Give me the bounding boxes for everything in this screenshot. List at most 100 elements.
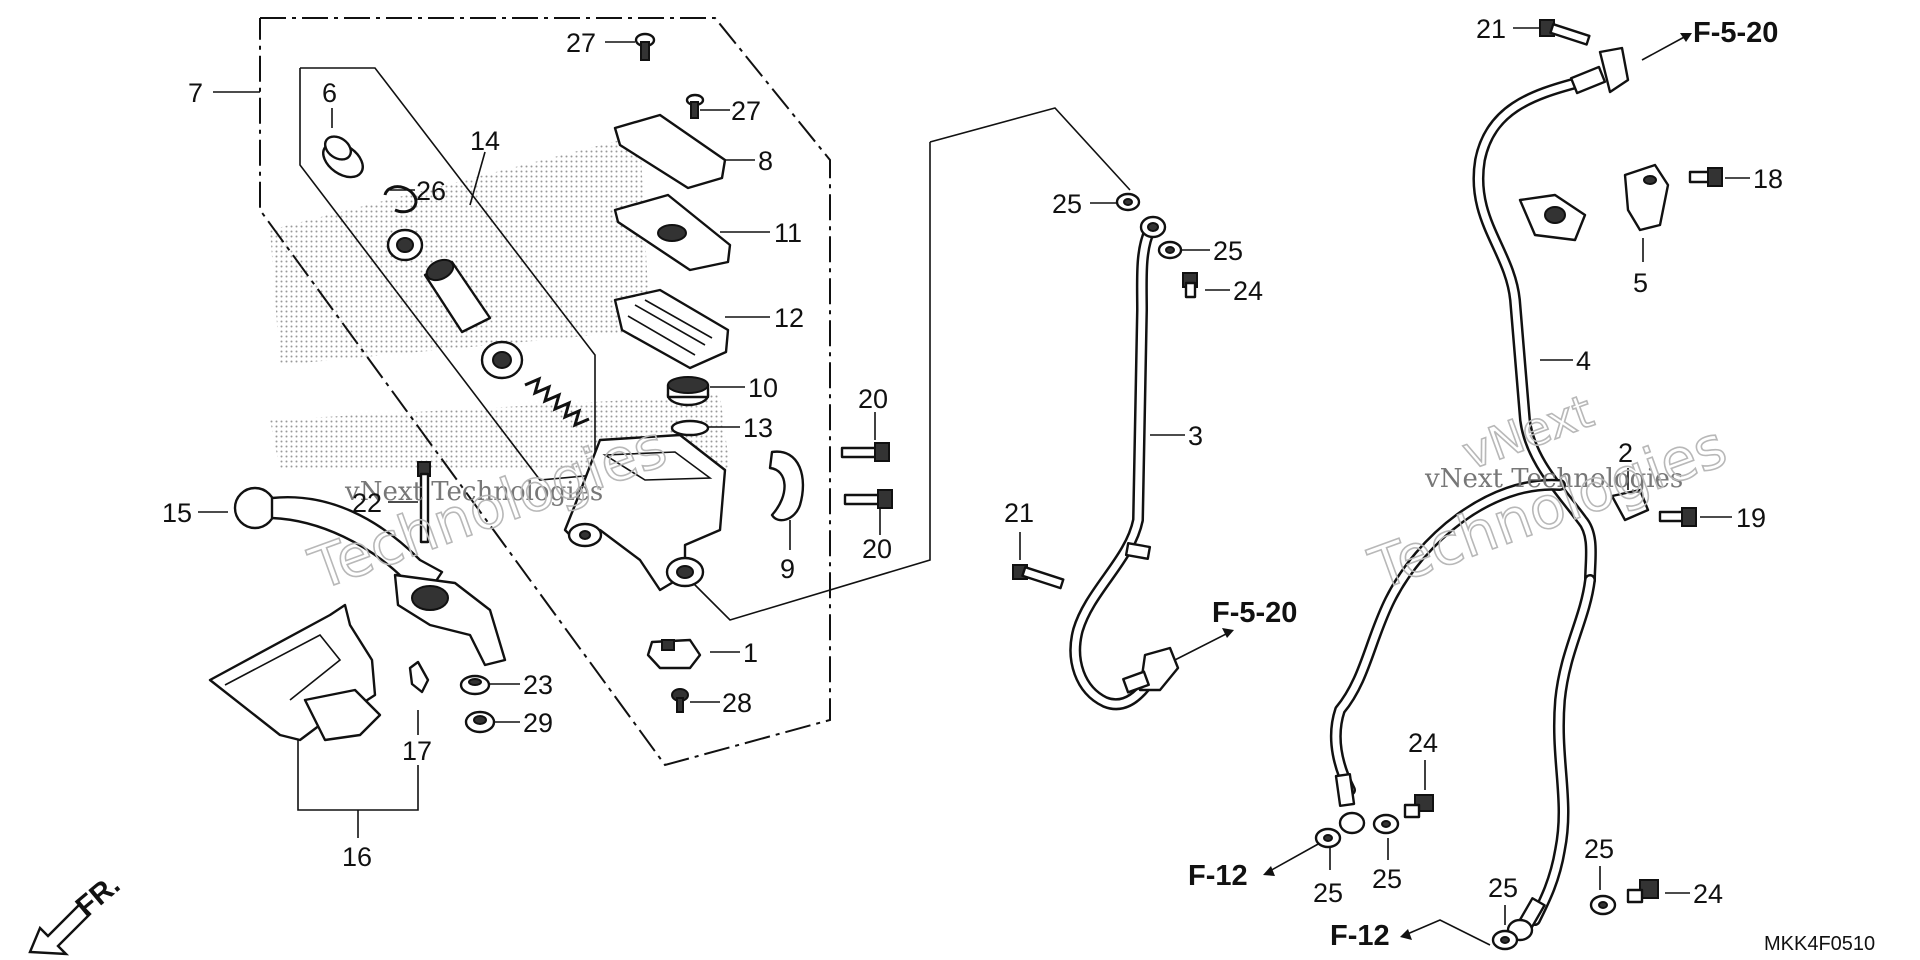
bolt-18: [1688, 167, 1723, 187]
part-label-28: 28: [722, 688, 752, 718]
washer-25-f: [1589, 894, 1617, 916]
hose-4-clamp: [1518, 193, 1587, 242]
part-label-16: 16: [342, 842, 372, 872]
piston: [423, 258, 492, 334]
circlip-26: [383, 185, 418, 214]
ring-13: [670, 419, 710, 437]
bolt-21-a: [1012, 564, 1065, 590]
hose-3-bracket: [1122, 646, 1180, 694]
lever-15: [233, 486, 507, 667]
diaphragm-12-ribs: [627, 299, 713, 356]
part-label-1: 1: [743, 638, 758, 668]
part-label-6: 6: [322, 78, 337, 108]
hose-3-inner: [1071, 226, 1154, 708]
arrow-f520-top-head: [1680, 33, 1692, 42]
washer-25-b: [1157, 240, 1183, 260]
part-label-12: 12: [774, 303, 804, 333]
bolt-20-top: [840, 442, 890, 462]
switch-1: [646, 638, 702, 670]
arrow-f12-left: [1267, 842, 1321, 873]
part-label-24c: 24: [1693, 879, 1723, 909]
hose-4-right-inner: [1531, 576, 1594, 924]
hose-4-top-fitting: [1569, 46, 1630, 95]
bolt-21-b: [1539, 19, 1591, 46]
part-label-11: 11: [774, 218, 802, 248]
part-label-3: 3: [1188, 421, 1203, 451]
banjo-bolt-24-a: [1182, 272, 1198, 299]
banjo-bolt-24-b: [1403, 794, 1434, 819]
part-label-14: 14: [470, 126, 500, 156]
hose-3-frame-left: [684, 142, 931, 621]
arrow-f12-bottom: [1404, 919, 1491, 946]
leader-14: [469, 151, 486, 206]
spring: [524, 376, 590, 428]
hose-4-upper-inner: [1475, 78, 1595, 584]
part-label-19: 19: [1736, 503, 1766, 533]
float-10: [666, 376, 710, 407]
reference-f12-left: F-12: [1188, 860, 1248, 892]
reference-f520-mid: F-5-20: [1212, 597, 1297, 629]
part-label-26: 26: [416, 176, 446, 206]
clamp-2: [1610, 488, 1650, 522]
screw-27-top: [634, 32, 656, 61]
watermark-2-line: vNext Technologies: [1424, 464, 1683, 494]
part-label-25a: 25: [1052, 189, 1082, 219]
bracket-5: [1623, 163, 1670, 232]
part-label-20b: 20: [862, 534, 892, 564]
part-label-9: 9: [780, 554, 795, 584]
watermark-1-line: vNext Technologies: [344, 477, 603, 507]
boot-6: [322, 135, 364, 179]
shading-upper: [270, 135, 650, 365]
collar-23: [459, 674, 491, 696]
reservoir-cap-8: [613, 113, 727, 190]
hose-3-frame: [929, 107, 1131, 191]
part-label-15: 15: [162, 498, 192, 528]
front-direction-arrow: FR.: [28, 869, 126, 956]
part-label-5: 5: [1633, 268, 1648, 298]
screw-27-cap: [685, 93, 705, 119]
arrow-f520-top: [1641, 34, 1689, 61]
part-label-25b: 25: [1213, 236, 1243, 266]
holder-9: [768, 450, 805, 522]
reference-f520-top: F-5-20: [1693, 17, 1778, 49]
hose-4-left-inner: [1332, 481, 1564, 794]
reference-f12-bottom: F-12: [1330, 920, 1390, 952]
assembly-box-7: [259, 17, 831, 767]
part-label-22: 22: [352, 488, 382, 518]
part-label-24a: 24: [1233, 276, 1263, 306]
banjo-fitting-hose3: [1139, 215, 1167, 239]
arrow-f520-mid-head: [1222, 628, 1234, 638]
washer-25-c: [1314, 827, 1342, 849]
screw-28: [671, 688, 689, 713]
part-label-25c: 25: [1313, 878, 1343, 908]
plate-11-hole: [657, 224, 687, 242]
pivot-bolt-22: [417, 461, 431, 544]
diagram-code: MKK4F0510: [1764, 933, 1875, 955]
part-label-2: 2: [1618, 438, 1633, 468]
part-label-27a: 27: [566, 28, 596, 58]
part-label-24b: 24: [1408, 728, 1438, 758]
part-label-25d: 25: [1372, 864, 1402, 894]
part-label-13: 13: [743, 413, 773, 443]
washer-25-d: [1372, 813, 1400, 835]
nut-29: [464, 710, 496, 734]
part-label-21a: 21: [1004, 498, 1034, 528]
part-label-27b: 27: [731, 96, 761, 126]
part-label-17: 17: [402, 736, 432, 766]
secondary-cup: [480, 340, 524, 380]
bolt-19: [1658, 507, 1697, 527]
part-label-10: 10: [748, 373, 778, 403]
washer-25-e: [1491, 929, 1519, 951]
diaphragm-12: [613, 288, 730, 370]
part-label-4: 4: [1576, 346, 1591, 376]
part-label-29: 29: [523, 708, 553, 738]
bolt-20-bottom: [843, 489, 893, 509]
part-label-25f: 25: [1584, 834, 1614, 864]
arrow-f12-left-head: [1263, 866, 1275, 876]
banjo-bolt-24-c: [1626, 879, 1659, 904]
hose-4-right-fitting: [1506, 897, 1546, 942]
lever-guard-16: [208, 603, 382, 742]
piston-cup: [386, 228, 424, 262]
washer-25-a: [1115, 192, 1141, 212]
